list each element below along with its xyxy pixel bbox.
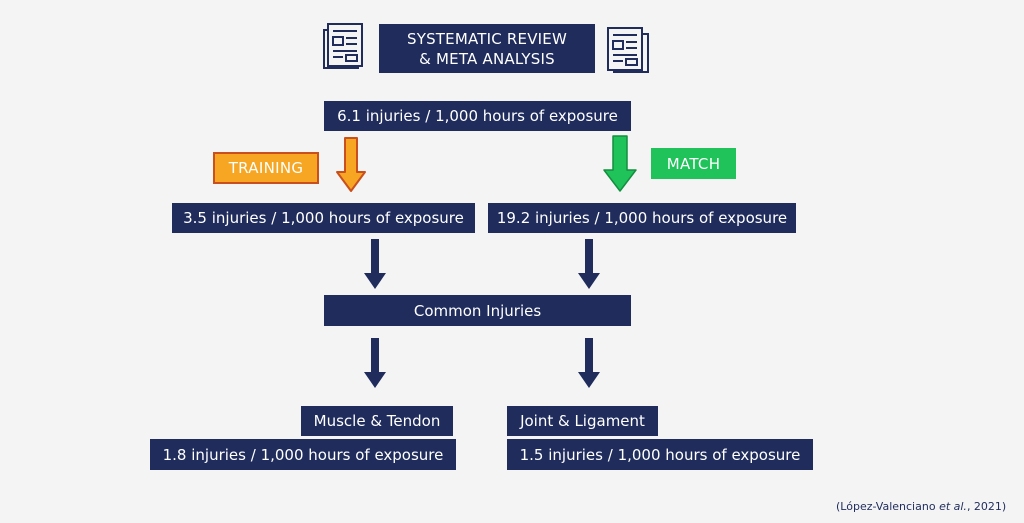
left-document-icon <box>323 23 363 69</box>
training-tag: TRAINING <box>213 152 319 184</box>
title-line-2: & META ANALYSIS <box>419 49 555 68</box>
title-box: SYSTEMATIC REVIEW & META ANALYSIS <box>379 24 595 73</box>
citation-etal: et al. <box>939 500 967 513</box>
match-rate-box: 19.2 injuries / 1,000 hours of exposure <box>488 203 796 233</box>
joint-ligament-box: Joint & Ligament <box>507 406 658 436</box>
muscle-tendon-rate-box: 1.8 injuries / 1,000 hours of exposure <box>150 439 456 470</box>
overall-rate-box: 6.1 injuries / 1,000 hours of exposure <box>324 101 631 131</box>
title-line-1: SYSTEMATIC REVIEW <box>406 29 567 48</box>
match-arrow-icon <box>603 135 637 192</box>
down-arrow-icon <box>364 239 386 289</box>
joint-ligament-rate-box: 1.5 injuries / 1,000 hours of exposure <box>507 439 813 470</box>
citation: (López-Valenciano et al., 2021) <box>836 500 1006 513</box>
citation-author: (López-Valenciano <box>836 500 940 513</box>
common-injuries-box: Common Injuries <box>324 295 631 326</box>
down-arrow-icon <box>578 239 600 289</box>
citation-year: , 2021) <box>966 500 1007 513</box>
right-document-icon <box>607 27 649 73</box>
training-rate-box: 3.5 injuries / 1,000 hours of exposure <box>172 203 475 233</box>
down-arrow-icon <box>364 338 386 388</box>
match-tag: MATCH <box>651 148 736 179</box>
down-arrow-icon <box>578 338 600 388</box>
training-arrow-icon <box>336 137 366 192</box>
muscle-tendon-box: Muscle & Tendon <box>301 406 453 436</box>
